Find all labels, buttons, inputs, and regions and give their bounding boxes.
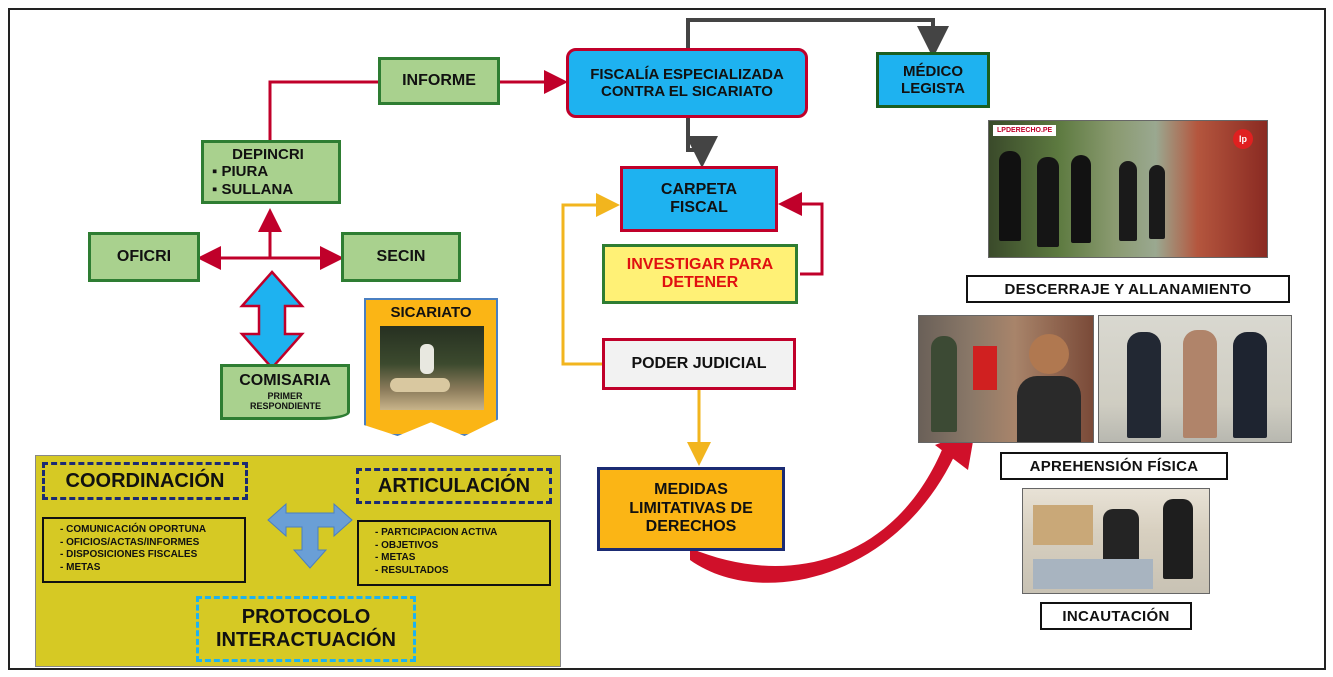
medidas-label: MEDIDAS LIMITATIVAS DE DERECHOS xyxy=(629,481,753,536)
list-item: OFICIOS/ACTAS/INFORMES xyxy=(60,537,238,550)
arrow-investigar-carpeta xyxy=(778,192,824,276)
coordinacion-list: COMUNICACIÓN OPORTUNA OFICIOS/ACTAS/INFO… xyxy=(42,517,246,583)
aprehension-photo-2 xyxy=(1098,315,1292,443)
secin-box: SECIN xyxy=(341,232,461,282)
depincri-item-sullana: ▪ SULLANA xyxy=(212,180,294,198)
fiscalia-box: FISCALÍA ESPECIALIZADA CONTRA EL SICARIA… xyxy=(566,48,808,118)
medico-label: MÉDICO LEGISTA xyxy=(901,62,965,97)
arrow-poder-carpeta xyxy=(561,193,620,366)
descerraje-label: DESCERRAJE Y ALLANAMIENTO xyxy=(966,275,1290,303)
arrow-fiscalia-carpeta xyxy=(686,118,718,168)
incautacion-label: INCAUTACIÓN xyxy=(1040,602,1192,630)
comisaria-box: COMISARIA PRIMER RESPONDIENTE xyxy=(220,364,350,420)
medico-box: MÉDICO LEGISTA xyxy=(876,52,990,108)
sicariato-photo xyxy=(380,326,484,410)
informe-box: INFORME xyxy=(378,57,500,105)
medidas-box: MEDIDAS LIMITATIVAS DE DERECHOS xyxy=(597,467,785,551)
list-item: PARTICIPACION ACTIVA xyxy=(375,527,543,540)
fiscalia-label: FISCALÍA ESPECIALIZADA CONTRA EL SICARIA… xyxy=(590,65,784,100)
list-item: OBJETIVOS xyxy=(375,540,543,553)
protocolo-box: PROTOCOLO INTERACTUACIÓN xyxy=(196,596,416,662)
sicariato-title: SICARIATO xyxy=(390,304,472,321)
list-item: COMUNICACIÓN OPORTUNA xyxy=(60,524,238,537)
list-item: METAS xyxy=(375,552,543,565)
t-arrow-icon xyxy=(267,502,353,569)
sicariato-card: SICARIATO xyxy=(364,298,498,436)
watermark-label: LPDERECHO.PE xyxy=(993,125,1057,136)
list-item: RESULTADOS xyxy=(375,565,543,578)
depincri-item-piura: ▪ PIURA xyxy=(212,163,269,181)
descerraje-photo: LPDERECHO.PE lp xyxy=(988,120,1268,258)
depincri-title: DEPINCRI xyxy=(232,146,304,164)
comisaria-title: COMISARIA xyxy=(239,372,331,390)
investigar-box: INVESTIGAR PARA DETENER xyxy=(602,244,798,304)
poder-judicial-label: PODER JUDICIAL xyxy=(631,354,767,372)
carpeta-label: CARPETA FISCAL xyxy=(660,180,738,216)
coordinacion-heading: COORDINACIÓN xyxy=(42,462,248,500)
list-item: DISPOSICIONES FISCALES xyxy=(60,549,238,562)
arrow-depincri-informe xyxy=(268,80,378,140)
comisaria-subtitle: PRIMER RESPONDIENTE xyxy=(250,390,322,412)
protocolo-label: PROTOCOLO INTERACTUACIÓN xyxy=(216,606,396,651)
double-arrow-icon xyxy=(239,270,305,370)
curved-arrow-medidas-results xyxy=(690,440,958,583)
aprehension-photo-1 xyxy=(918,315,1094,443)
aprehension-label: APREHENSIÓN FÍSICA xyxy=(1000,452,1228,480)
oficri-label: OFICRI xyxy=(116,247,172,265)
lp-logo-icon: lp xyxy=(1233,129,1253,149)
incautacion-photo xyxy=(1022,488,1210,594)
secin-label: SECIN xyxy=(376,247,426,265)
investigar-label: INVESTIGAR PARA DETENER xyxy=(626,255,774,291)
articulacion-heading: ARTICULACIÓN xyxy=(356,468,552,504)
oficri-box: OFICRI xyxy=(88,232,200,282)
carpeta-box: CARPETA FISCAL xyxy=(620,166,778,232)
list-item: METAS xyxy=(60,562,238,575)
poder-judicial-box: PODER JUDICIAL xyxy=(602,338,796,390)
articulacion-list: PARTICIPACION ACTIVA OBJETIVOS METAS RES… xyxy=(357,520,551,586)
informe-label: INFORME xyxy=(402,71,476,89)
depincri-box: DEPINCRI ▪ PIURA ▪ SULLANA xyxy=(201,140,341,204)
arrow-fiscalia-medico xyxy=(686,18,949,58)
